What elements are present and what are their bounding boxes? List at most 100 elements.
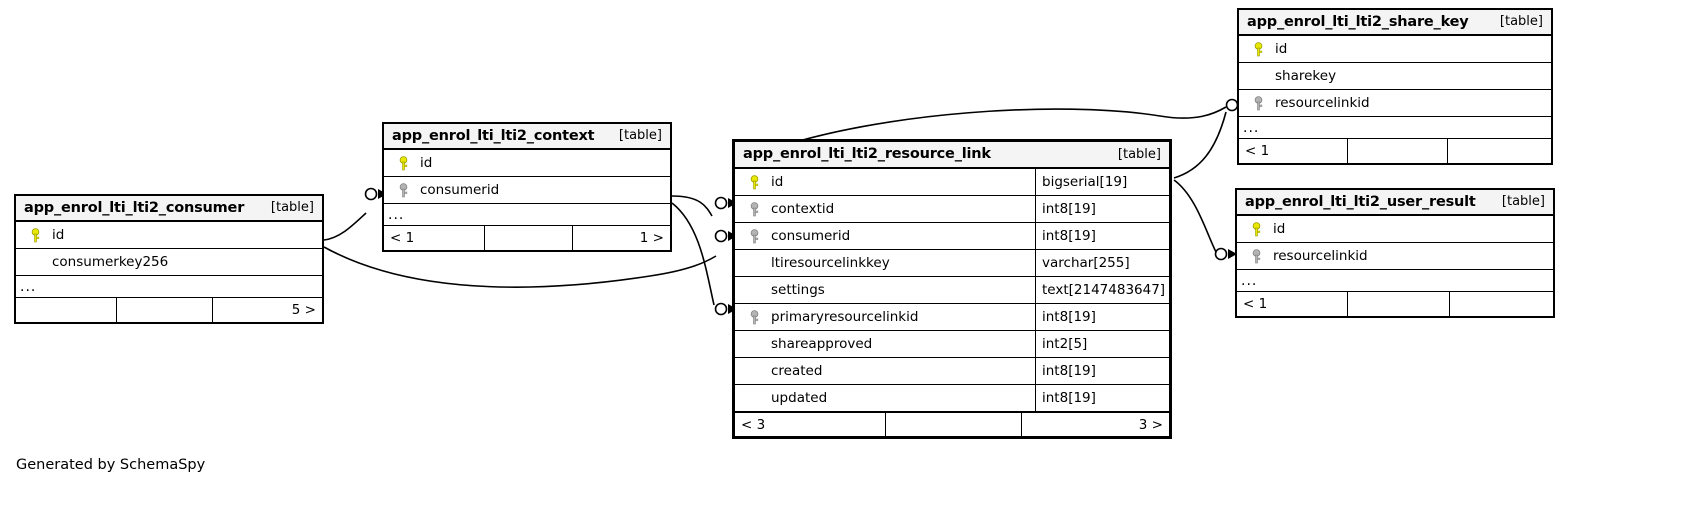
column-name: id <box>52 227 65 243</box>
table-footer: < 1 <box>1237 292 1553 316</box>
column-cell: id <box>735 169 1035 195</box>
crowfoot-circle-consumerid <box>714 229 728 243</box>
table-name: app_enrol_lti_lti2_share_key <box>1247 13 1469 30</box>
column-name: ltiresourcelinkkey <box>771 255 890 271</box>
column-cell: primaryresourcelinkid <box>735 304 1035 330</box>
column-cell: settings <box>735 277 1035 303</box>
footer-outbound-count: 3 > <box>1021 413 1169 436</box>
column-cell: contextid <box>735 196 1035 222</box>
column-type: int8[19] <box>1035 196 1169 222</box>
table-header: app_enrol_lti_lti2_user_result [table] <box>1237 190 1553 216</box>
table-type-tag: [table] <box>1501 194 1545 209</box>
column-cell: updated <box>735 385 1035 411</box>
table-row[interactable]: id <box>16 222 322 249</box>
edge-consumer-resourcelink <box>323 246 717 288</box>
footer-outbound-count <box>1447 139 1551 163</box>
primary-key-icon <box>1245 221 1267 237</box>
footer-inbound-count: < 1 <box>390 230 415 246</box>
table-footer: < 1 <box>1239 139 1551 163</box>
table-row[interactable]: id <box>384 150 670 177</box>
column-name: primaryresourcelinkid <box>771 309 919 325</box>
crowfoot-circle-sharekey <box>1225 98 1239 112</box>
footer-outbound-count <box>1449 292 1553 316</box>
table-type-tag: [table] <box>270 200 314 215</box>
footer-outbound-count: 5 > <box>212 298 322 322</box>
table-app-enrol-lti-lti2-share-key[interactable]: app_enrol_lti_lti2_share_key [table] id … <box>1237 8 1553 165</box>
column-cell: ltiresourcelinkkey <box>735 250 1035 276</box>
table-row[interactable]: consumerkey256 <box>16 249 322 276</box>
column-name: resourcelinkid <box>1275 95 1370 111</box>
edge-resourcelink-sharekey-b <box>1173 111 1227 179</box>
table-name: app_enrol_lti_lti2_consumer <box>24 199 245 216</box>
footer-inbound-count: < 1 <box>1243 296 1268 312</box>
table-row[interactable]: settings text[2147483647] <box>735 277 1169 304</box>
table-name: app_enrol_lti_lti2_context <box>392 127 595 144</box>
table-type-tag: [table] <box>1117 146 1161 162</box>
footer-outbound-count: 1 > <box>572 226 670 250</box>
table-row[interactable]: ltiresourcelinkkey varchar[255] <box>735 250 1169 277</box>
table-app-enrol-lti-lti2-user-result[interactable]: app_enrol_lti_lti2_user_result [table] i… <box>1235 188 1555 318</box>
edge-context-resourcelink-primary <box>671 202 715 306</box>
column-name: settings <box>771 282 825 298</box>
table-row[interactable]: created int8[19] <box>735 358 1169 385</box>
table-row[interactable]: id <box>1237 216 1553 243</box>
table-footer: < 3 3 > <box>735 412 1169 436</box>
table-row[interactable]: consumerid int8[19] <box>735 223 1169 250</box>
table-type-tag: [table] <box>1499 14 1543 29</box>
column-type: varchar[255] <box>1035 250 1169 276</box>
table-row[interactable]: shareapproved int2[5] <box>735 331 1169 358</box>
crowfoot-circle-primary <box>714 302 728 316</box>
column-cell: resourcelinkid <box>1239 90 1551 116</box>
table-row[interactable]: resourcelinkid <box>1237 243 1553 270</box>
table-header: app_enrol_lti_lti2_context [table] <box>384 124 670 150</box>
footer-middle <box>1347 139 1447 163</box>
table-header: app_enrol_lti_lti2_share_key [table] <box>1239 10 1551 36</box>
column-cell: id <box>1239 36 1551 62</box>
column-name: consumerkey256 <box>52 254 169 270</box>
footer-inbound-count <box>16 298 116 322</box>
foreign-key-icon <box>743 201 765 217</box>
column-name: contextid <box>771 201 835 217</box>
edge-consumer-context <box>323 212 367 241</box>
more-columns-ellipsis: ... <box>384 204 670 226</box>
table-app-enrol-lti-lti2-context[interactable]: app_enrol_lti_lti2_context [table] id co… <box>382 122 672 252</box>
table-row[interactable]: resourcelinkid <box>1239 90 1551 117</box>
footer-middle <box>116 298 212 322</box>
column-type: int8[19] <box>1035 385 1169 411</box>
crowfoot-circle-userresult <box>1214 247 1228 261</box>
foreign-key-icon <box>743 228 765 244</box>
more-columns-ellipsis: ... <box>1239 117 1551 139</box>
crowfoot-circle-contextid <box>714 196 728 210</box>
column-type: text[2147483647] <box>1035 277 1169 303</box>
footer-inbound-count: < 3 <box>741 416 766 433</box>
primary-key-icon <box>1247 41 1269 57</box>
more-columns-ellipsis: ... <box>16 276 322 298</box>
table-name: app_enrol_lti_lti2_user_result <box>1245 193 1476 210</box>
table-row[interactable]: updated int8[19] <box>735 385 1169 412</box>
table-footer: < 1 1 > <box>384 226 670 250</box>
primary-key-icon <box>392 155 414 171</box>
table-row[interactable]: contextid int8[19] <box>735 196 1169 223</box>
more-columns-ellipsis: ... <box>1237 270 1553 292</box>
footer-middle <box>1347 292 1449 316</box>
column-name: id <box>420 155 433 171</box>
column-name: consumerid <box>771 228 851 244</box>
table-row[interactable]: primaryresourcelinkid int8[19] <box>735 304 1169 331</box>
primary-key-icon <box>743 174 765 190</box>
column-type: int8[19] <box>1035 304 1169 330</box>
foreign-key-icon <box>392 182 414 198</box>
column-type: int8[19] <box>1035 223 1169 249</box>
table-row[interactable]: consumerid <box>384 177 670 204</box>
column-name: shareapproved <box>771 336 873 352</box>
table-name: app_enrol_lti_lti2_resource_link <box>743 146 991 162</box>
table-row[interactable]: id <box>1239 36 1551 63</box>
table-row[interactable]: id bigserial[19] <box>735 169 1169 196</box>
edge-resourcelink-userresult <box>1173 179 1217 253</box>
column-name: id <box>771 174 784 190</box>
table-app-enrol-lti-lti2-consumer[interactable]: app_enrol_lti_lti2_consumer [table] id c… <box>14 194 324 324</box>
table-type-tag: [table] <box>618 128 662 143</box>
column-cell: shareapproved <box>735 331 1035 357</box>
table-app-enrol-lti-lti2-resource-link[interactable]: app_enrol_lti_lti2_resource_link [table]… <box>732 139 1172 439</box>
table-row[interactable]: sharekey <box>1239 63 1551 90</box>
